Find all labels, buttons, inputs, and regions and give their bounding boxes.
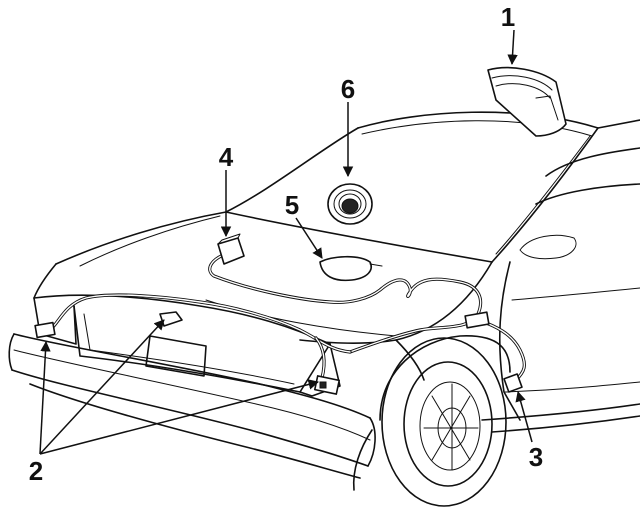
part-5-sensor: [319, 255, 383, 282]
bumper-strip: [13, 349, 371, 441]
door-sill: [504, 381, 640, 393]
leader-1: [507, 29, 518, 66]
bumper-top: [13, 333, 371, 419]
leader-2a: [39, 340, 51, 455]
roof-line: [357, 111, 640, 129]
windshield-left-edge: [225, 127, 359, 213]
part-1-module: [487, 66, 567, 137]
wiring-harness: [50, 250, 526, 382]
callout-3: 3: [529, 442, 543, 472]
plate-recess: [145, 335, 207, 377]
part-6-disc: [327, 183, 373, 225]
part-2-sensor-right: [313, 375, 341, 395]
part-2-sensor-center: [159, 311, 183, 327]
bumper-right-edge: [367, 417, 376, 467]
side-window: [535, 147, 640, 205]
grille-frame: [73, 305, 331, 393]
hood-rear-edge: [55, 211, 227, 265]
fender-line: [395, 339, 425, 381]
leader-5: [295, 217, 323, 259]
part-4-control-unit: [217, 233, 245, 265]
part-2-sensor-left: [34, 321, 56, 339]
grille-top: [33, 294, 331, 345]
leader-lines: [39, 29, 533, 455]
hood-crease-1: [79, 215, 221, 267]
callout-labels: 1 2 3 4 5 6: [29, 2, 543, 486]
door-front-edge: [498, 261, 521, 421]
leader-2c: [39, 379, 320, 455]
fender-lower: [352, 429, 373, 491]
windshield-inner: [495, 135, 591, 255]
bumper-left-edge: [8, 333, 15, 371]
vehicle-outline: [8, 111, 640, 491]
callout-4: 4: [219, 142, 234, 172]
bumper-bottom: [11, 369, 369, 467]
roof-line-inner: [361, 120, 593, 137]
part-3-connector: [464, 311, 523, 393]
a-pillar: [491, 127, 599, 263]
windshield-base: [225, 211, 493, 263]
rocker-panel: [481, 403, 640, 433]
lower-valance: [29, 383, 361, 479]
mirror: [519, 234, 577, 260]
leader-2b: [39, 319, 165, 455]
left-headlamp: [33, 297, 77, 345]
hood-front-edge: [33, 263, 57, 299]
leader-3: [515, 390, 533, 443]
callout-5: 5: [285, 190, 299, 220]
callout-1: 1: [501, 2, 515, 32]
callout-2: 2: [29, 456, 43, 486]
callout-6: 6: [341, 74, 355, 104]
door-belt: [511, 287, 640, 301]
front-wheel: [381, 337, 507, 507]
